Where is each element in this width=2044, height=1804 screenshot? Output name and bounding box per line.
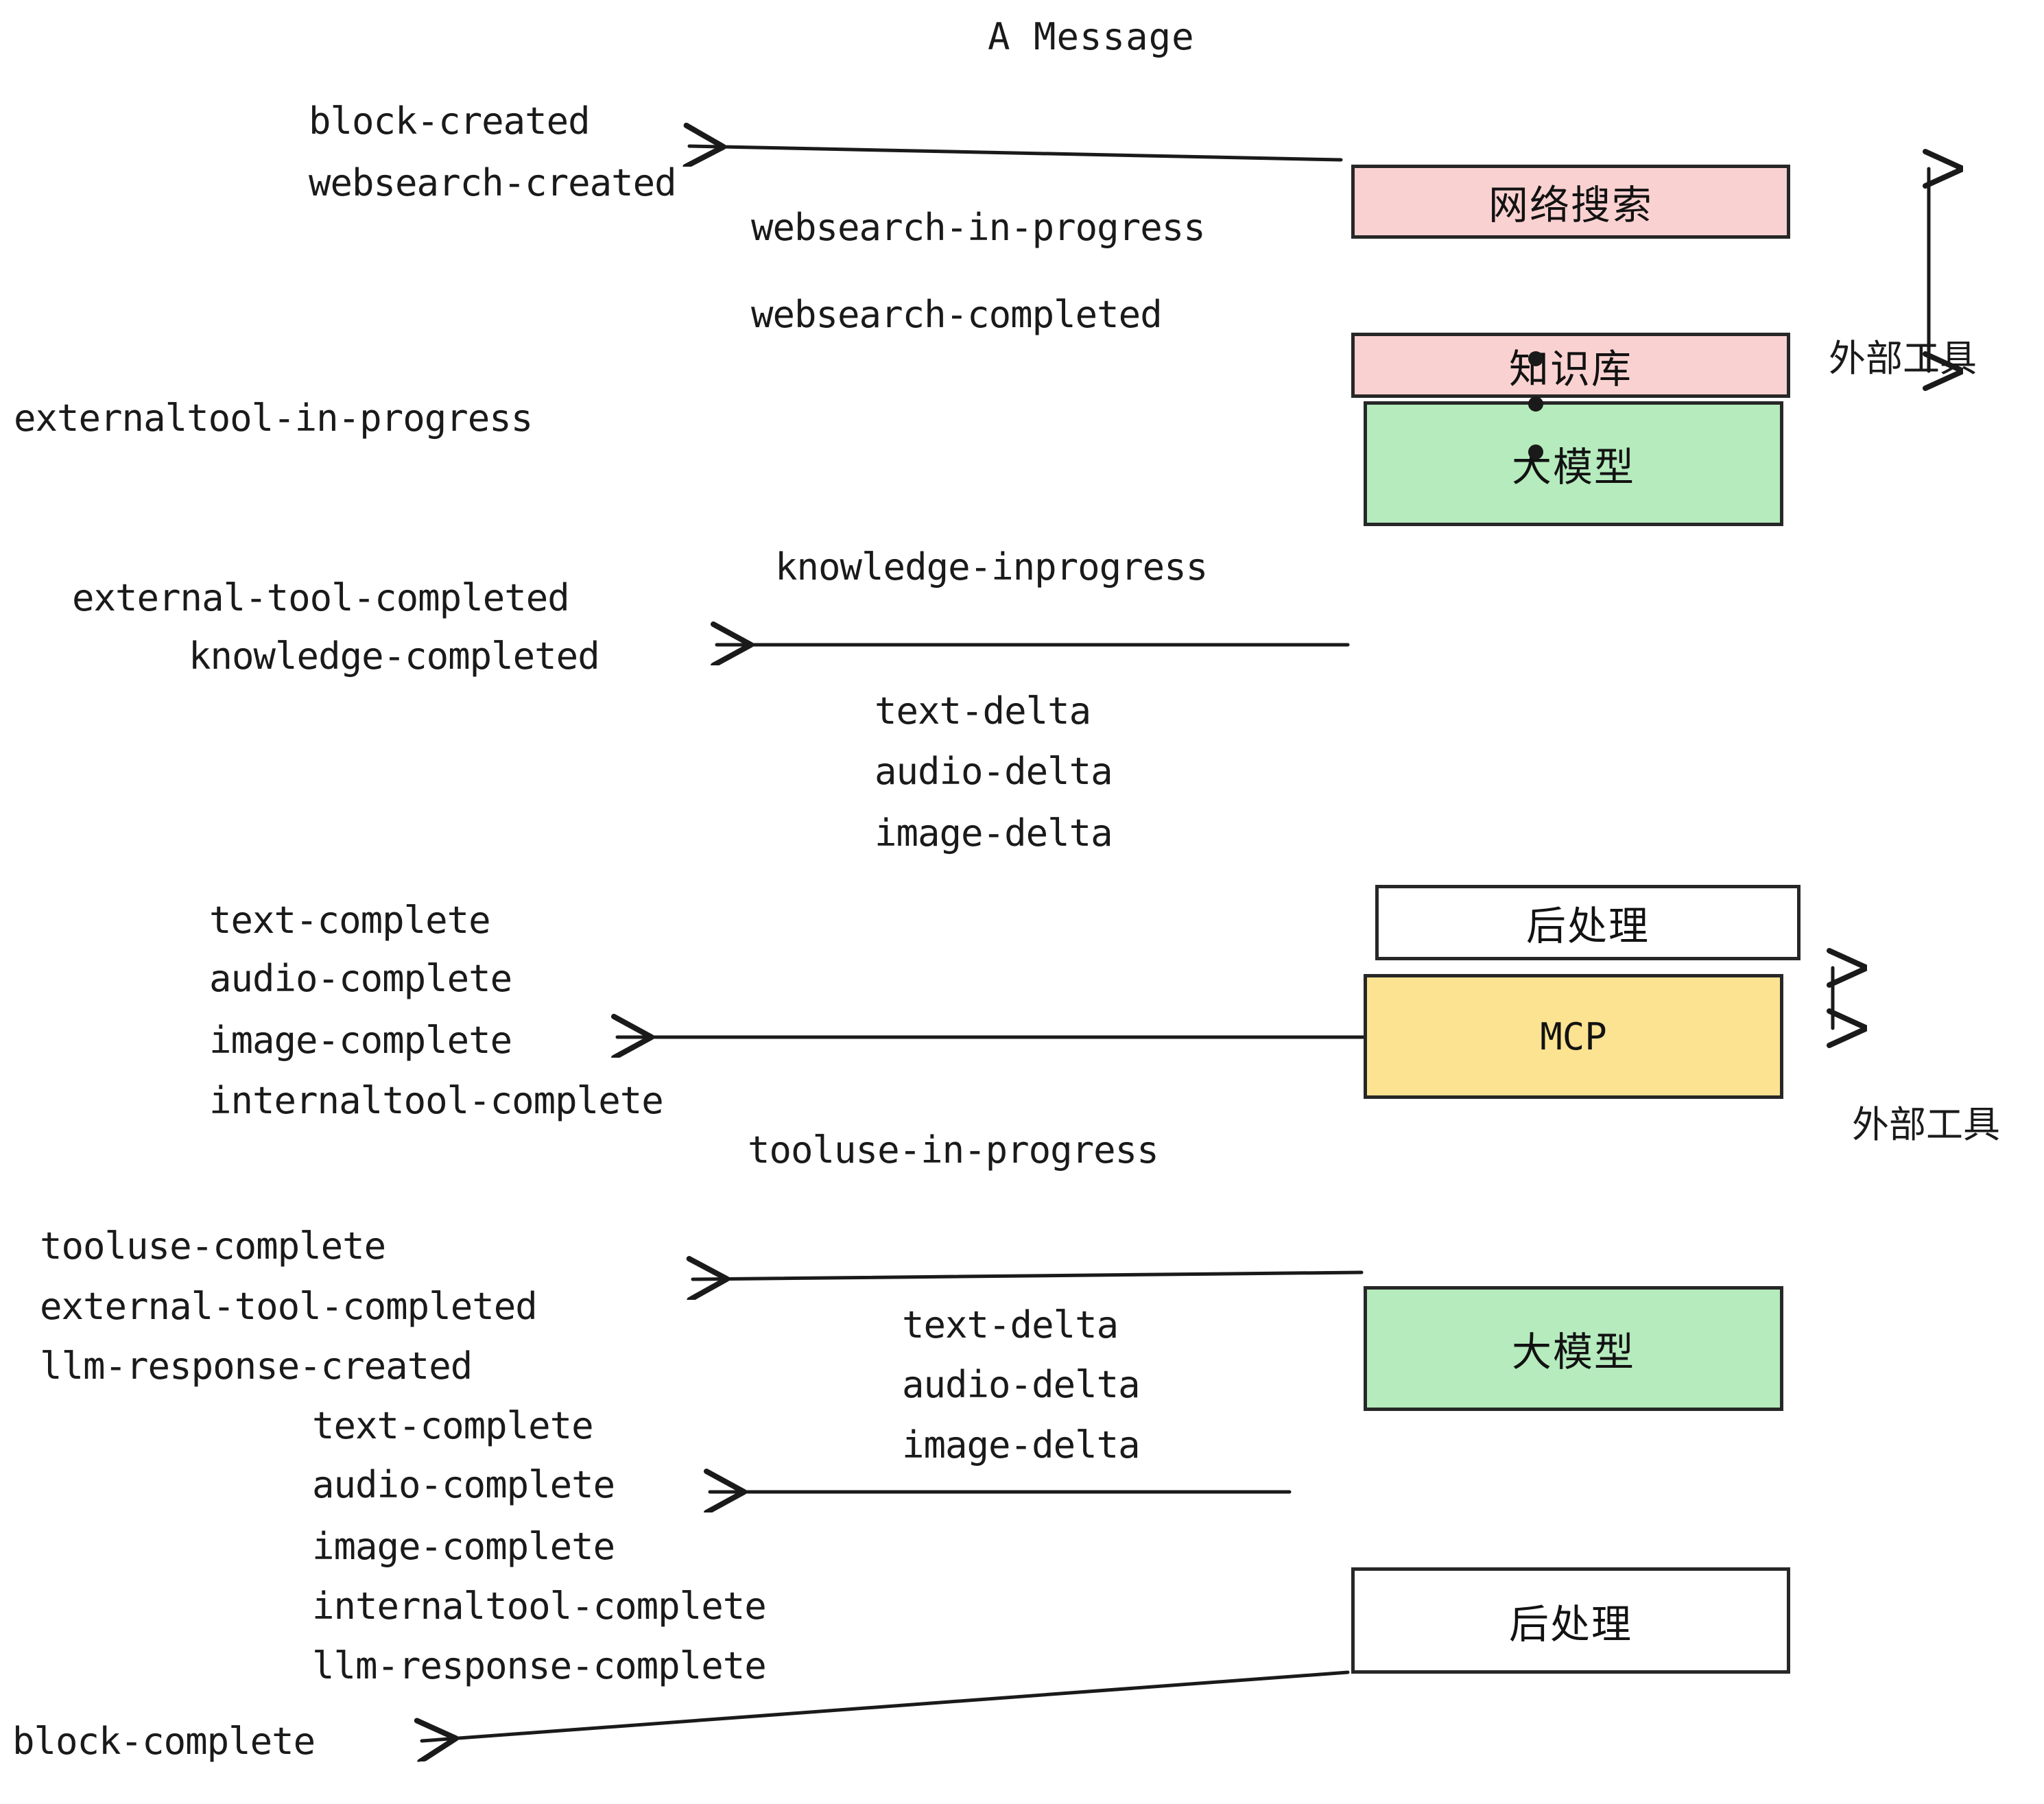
ellipsis-dot-icon [1528, 396, 1543, 412]
event-label: audio-delta [902, 1363, 1141, 1406]
event-label: external-tool-completed [72, 576, 570, 619]
node-llm-1: 大模型 [1364, 401, 1783, 526]
event-label: websearch-in-progress [751, 206, 1206, 249]
event-label: image-complete [209, 1019, 512, 1062]
tooluse-complete-arrow [693, 1272, 1364, 1279]
node-postprocess-2: 后处理 [1351, 1567, 1790, 1674]
scope-arrows [1833, 169, 1929, 1028]
external-tool-scope-mcp-label: 外部工具 [1852, 1103, 2000, 1146]
node-knowledge: 知识库 [1351, 333, 1790, 398]
block-created-arrow [689, 146, 1343, 160]
page-title: A Message [988, 15, 1195, 58]
event-label: knowledge-completed [189, 634, 600, 678]
ellipsis-dot-icon [1528, 444, 1543, 460]
event-label: tooluse-in-progress [748, 1128, 1159, 1172]
event-label: text-delta [875, 689, 1091, 733]
node-postprocess-1: 后处理 [1375, 885, 1801, 960]
external-tool-scope-top-label: 外部工具 [1829, 337, 1977, 380]
event-label: websearch-completed [751, 293, 1163, 336]
event-label: internaltool-complete [209, 1079, 664, 1122]
ellipsis-dot-icon [1528, 351, 1543, 366]
event-label: knowledge-inprogress [775, 545, 1208, 589]
event-label: block-complete [12, 1720, 316, 1763]
event-label: audio-complete [312, 1463, 615, 1506]
node-mcp: MCP [1364, 974, 1783, 1099]
event-label: image-delta [875, 811, 1113, 855]
event-label: audio-delta [875, 750, 1113, 793]
event-label: llm-response-complete [312, 1644, 767, 1687]
event-label: text-complete [312, 1404, 594, 1447]
event-label: image-delta [902, 1423, 1141, 1467]
event-label: tooluse-complete [40, 1224, 386, 1268]
event-label: external-tool-completed [40, 1285, 538, 1328]
event-label: internaltool-complete [312, 1585, 767, 1628]
event-label: image-complete [312, 1525, 615, 1568]
event-label: llm-response-created [40, 1344, 473, 1388]
node-websearch: 网络搜索 [1351, 165, 1790, 239]
event-label: audio-complete [209, 957, 512, 1000]
event-label: websearch-created [309, 161, 677, 204]
event-label: text-complete [209, 899, 491, 942]
event-label: block-created [309, 99, 591, 143]
event-label: externaltool-in-progress [14, 396, 533, 440]
event-label: text-delta [902, 1303, 1119, 1346]
node-llm-2: 大模型 [1364, 1286, 1783, 1411]
